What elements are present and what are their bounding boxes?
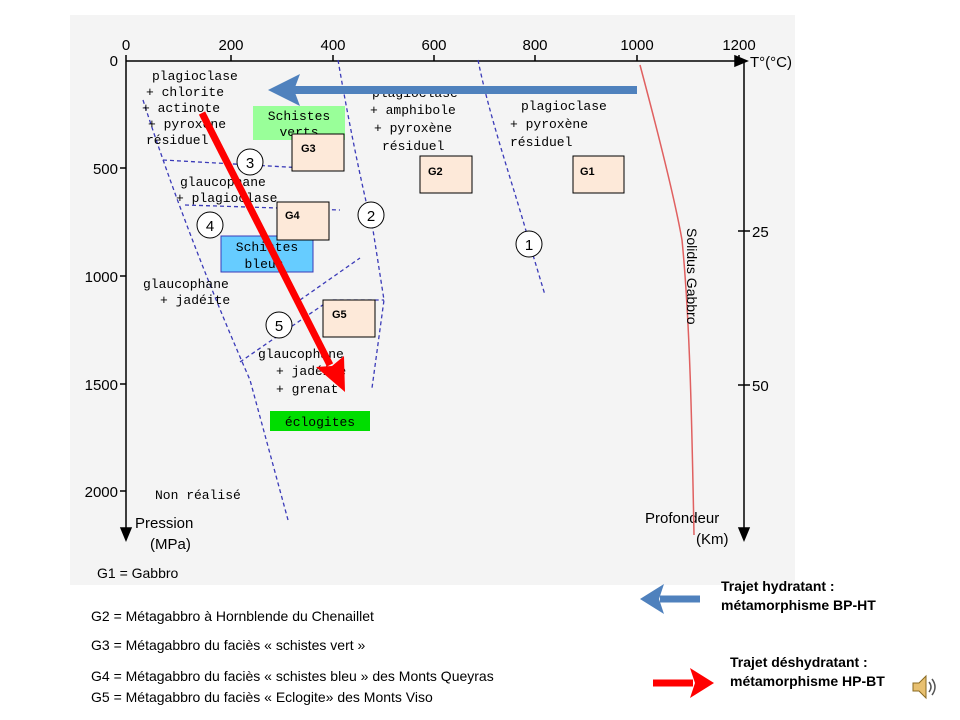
t-tick-800: 800 (522, 37, 547, 54)
legend-g3: G3 = Métagabbro du faciès « schistes ver… (91, 637, 366, 653)
curve-label-3: 3 (246, 155, 254, 172)
speaker-icon[interactable] (910, 672, 940, 702)
legend-deshydratant: Trajet déshydratant : métamorphisme HP-B… (730, 653, 885, 691)
p-tick-500: 500 (93, 161, 118, 178)
field-3-line-1: plagioclase (521, 99, 607, 114)
field-1-line-3: + actinote (142, 101, 220, 116)
legend-blue-arrow (640, 584, 700, 614)
legend-deshydratant-desc: métamorphisme HP-BT (730, 673, 885, 689)
p-tick-1000: 1000 (85, 269, 118, 286)
field-2-line-2: + amphibole (370, 103, 456, 118)
legend-g1: G1 = Gabbro (97, 565, 179, 581)
t-tick-600: 600 (421, 37, 446, 54)
pressure-axis-unit: (MPa) (150, 536, 191, 553)
not-realized-label: Non réalisé (155, 488, 241, 503)
field-1-line-5: résiduel (146, 133, 209, 148)
axes (119, 54, 751, 542)
solidus-label: Solidus Gabbro (684, 228, 700, 325)
t-tick-200: 200 (218, 37, 243, 54)
diagram-background (70, 15, 795, 585)
red-trajectory-arrow (198, 111, 345, 392)
sample-g1-box (572, 155, 625, 194)
field-4-line-2: + plagioclase (176, 191, 277, 206)
curve-label-4: 4 (206, 218, 214, 235)
t-tick-1200: 1200 (722, 37, 755, 54)
legend-hydratant-desc: métamorphisme BP-HT (721, 597, 876, 613)
field-6-line-3: + grenat (276, 382, 338, 397)
curve-1 (477, 59, 546, 296)
depth-axis-label: Profondeur (645, 510, 719, 527)
depth-tick-50: 50 (752, 378, 769, 395)
sample-g2-box (419, 155, 473, 194)
legend-g2: G2 = Métagabbro à Hornblende du Chenaill… (91, 608, 374, 624)
sample-g3-box (291, 133, 345, 172)
solidus-gabbro-curve (639, 64, 695, 536)
temperature-axis-label: T°(°C) (750, 54, 792, 71)
curve-3-4-boundary (142, 99, 289, 521)
t-tick-1000: 1000 (620, 37, 653, 54)
eclogites-box (270, 411, 370, 431)
p-tick-2000: 2000 (85, 484, 118, 501)
field-3-line-2: + pyroxène (510, 117, 588, 132)
t-tick-0: 0 (122, 37, 130, 54)
sample-g5-box (322, 299, 376, 338)
sample-g1-label: G1 (580, 166, 595, 178)
field-1-line-2: + chlorite (146, 85, 224, 100)
blue-trajectory-arrow (268, 74, 637, 106)
legend-hydratant-title: Trajet hydratant : (721, 578, 835, 594)
legend-deshydratant-title: Trajet déshydratant : (730, 654, 868, 670)
field-2-line-4: résiduel (382, 139, 445, 154)
legend-hydratant: Trajet hydratant : métamorphisme BP-HT (721, 577, 876, 615)
p-tick-1500: 1500 (85, 377, 118, 394)
curve-label-5: 5 (275, 318, 283, 335)
legend-g5: G5 = Métagabbro du faciès « Eclogite» de… (91, 689, 433, 705)
curve-5b (299, 257, 361, 301)
sample-g4-label: G4 (285, 210, 301, 222)
depth-tick-25: 25 (752, 224, 769, 241)
field-5-line-2: + jadéite (160, 293, 230, 308)
sample-g4-box (276, 201, 330, 241)
sample-g2-label: G2 (428, 166, 443, 178)
eclogites-label: éclogites (285, 415, 355, 430)
depth-axis-unit: (Km) (696, 531, 729, 548)
field-5-line-1: glaucophane (143, 277, 229, 292)
sample-g3-label: G3 (301, 143, 316, 155)
t-tick-400: 400 (320, 37, 345, 54)
field-3-line-3: résiduel (510, 135, 573, 150)
field-2-line-3: + pyroxène (374, 121, 452, 136)
legend-g4: G4 = Métagabbro du faciès « schistes ble… (91, 668, 494, 684)
p-tick-0: 0 (110, 53, 118, 70)
legend-red-arrow (653, 668, 714, 698)
pressure-axis-label: Pression (135, 515, 193, 532)
field-1-line-1: plagioclase (152, 69, 238, 84)
field-4-line-1: glaucophane (180, 175, 266, 190)
curve-5a (239, 299, 384, 363)
schistes-verts-line-1: Schistes (268, 109, 330, 124)
curve-label-1: 1 (525, 237, 533, 254)
curve-label-2: 2 (367, 208, 375, 225)
sample-g5-label: G5 (332, 309, 347, 321)
